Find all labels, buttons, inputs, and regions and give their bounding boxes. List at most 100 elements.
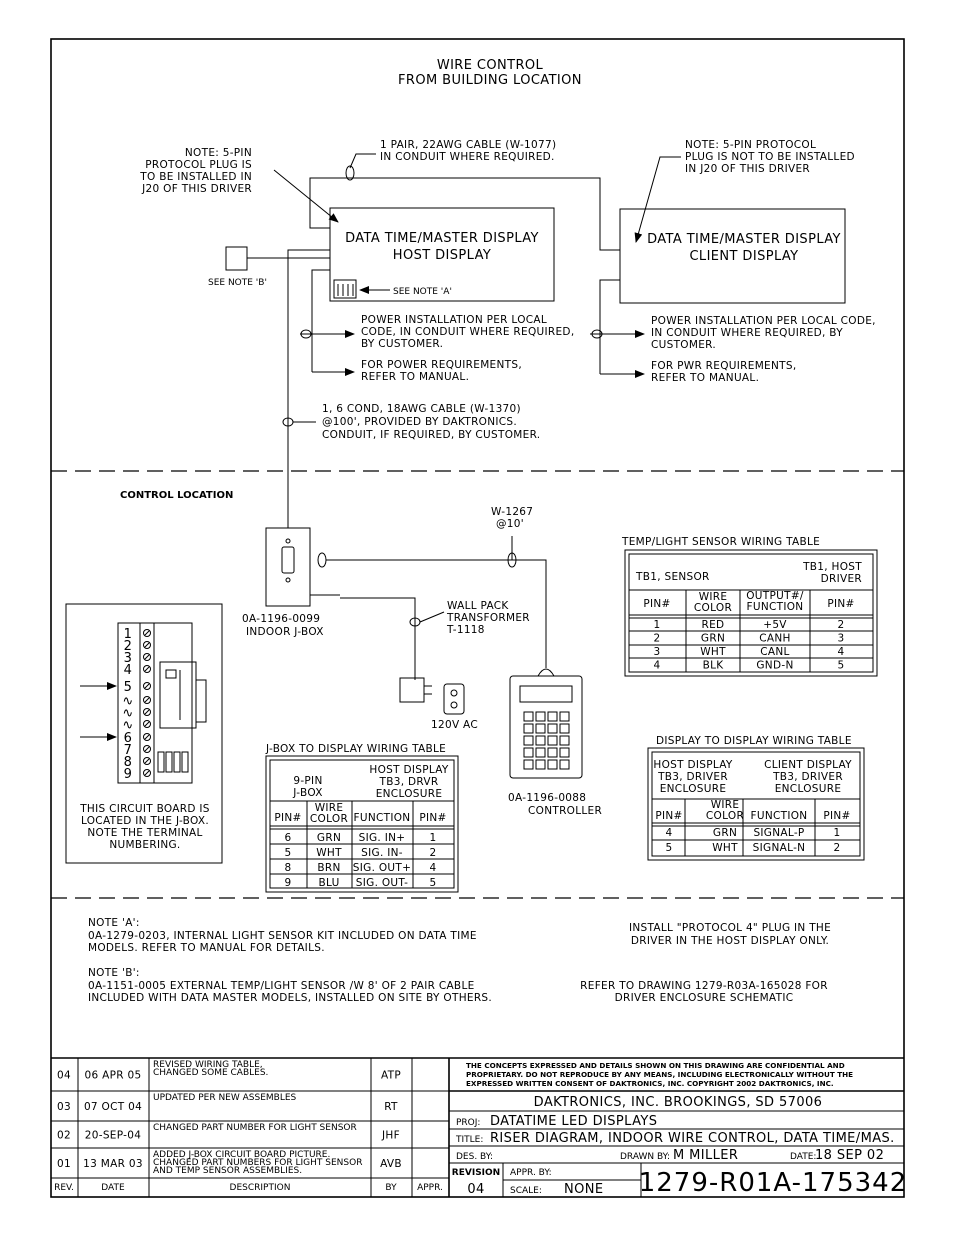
- host-power-line: [311, 269, 330, 372]
- cable-w1077: [309, 177, 620, 251]
- svg-text:NOTE 'B':: NOTE 'B':: [88, 967, 140, 979]
- display-table-right-header: CLIENT DISPLAY TB3, DRIVER ENCLOSURE: [764, 759, 852, 795]
- svg-text:NOTE: 5-PIN PROTOCOL: NOTE: 5-PIN PROTOCOL: [685, 139, 816, 151]
- board-jumpers: [157, 751, 189, 773]
- note-host-protocol: NOTE: 5-PIN PROTOCOL PLUG IS TO BE INSTA…: [139, 147, 252, 195]
- revision-description: AND TEMP SENSOR ASSEMBLIES.: [153, 1166, 302, 1176]
- svg-text:COLOR: COLOR: [706, 810, 744, 822]
- svg-text:TRANSFORMER: TRANSFORMER: [446, 612, 530, 624]
- host-display-line2: HOST DISPLAY: [393, 248, 491, 263]
- svg-text:DRIVER ENCLOSURE SCHEMATIC: DRIVER ENCLOSURE SCHEMATIC: [615, 992, 794, 1004]
- table-cell: GND-N: [756, 660, 793, 672]
- terminal-slot: [144, 758, 150, 764]
- terminal-slot: [144, 734, 150, 740]
- revision-number: 03: [57, 1101, 71, 1113]
- terminal-screw-icon: [143, 720, 151, 728]
- keypad-key: [547, 711, 558, 722]
- svg-text:WIRE: WIRE: [315, 802, 344, 814]
- svg-text:J20 OF THIS DRIVER: J20 OF THIS DRIVER: [141, 183, 252, 195]
- table-cell: SIG. OUT+: [353, 862, 411, 874]
- keypad-key: [535, 711, 546, 722]
- svg-text:CUSTOMER.: CUSTOMER.: [651, 339, 716, 351]
- drawn-value: M MILLER: [673, 1148, 738, 1163]
- sensor-table-left-header: TB1, SENSOR: [635, 571, 710, 583]
- terminal-screw-icon: [143, 769, 151, 777]
- keypad-key: [559, 735, 570, 746]
- svg-text:PROPRIETARY. DO NOT REPRODUCE: PROPRIETARY. DO NOT REPRODUCE BY ANY MEA…: [466, 1070, 853, 1079]
- svg-text:NOTE THE TERMINAL: NOTE THE TERMINAL: [87, 827, 202, 839]
- title-block: [449, 1090, 904, 1197]
- note-client-protocol: NOTE: 5-PIN PROTOCOL PLUG IS NOT TO BE I…: [685, 139, 855, 175]
- svg-text:WIRE: WIRE: [711, 799, 740, 811]
- controller-screen: [519, 685, 573, 703]
- client-display-line1: DATA TIME/MASTER DISPLAY: [647, 232, 841, 247]
- revision-table: [51, 1057, 904, 1197]
- table-cell: 1: [834, 827, 841, 839]
- controller-body: [509, 675, 583, 779]
- table-cell: 5: [838, 660, 845, 672]
- note-client-arrow: [634, 156, 681, 243]
- client-power-note: POWER INSTALLATION PER LOCAL CODE, IN CO…: [651, 315, 876, 351]
- table-cell: SIGNAL-P: [753, 827, 804, 839]
- company-name: DAKTRONICS, INC. BROOKINGS, SD 57006: [534, 1095, 823, 1110]
- terminal-number: 1: [124, 627, 133, 642]
- cable-w1077-label: 1 PAIR, 22AWG CABLE (W-1077) IN CONDUIT …: [380, 139, 556, 163]
- svg-text:W-1267: W-1267: [491, 506, 533, 518]
- keypad-key: [547, 735, 558, 746]
- revision-columns: REV. DATE DESCRIPTION BY APPR.: [54, 1183, 443, 1193]
- revision-by: RT: [384, 1101, 398, 1113]
- terminal-screw-icon: [143, 653, 151, 661]
- controller-label: 0A-1196-0088 CONTROLLER: [508, 792, 602, 817]
- svg-text:CLIENT DISPLAY: CLIENT DISPLAY: [764, 759, 852, 771]
- jbox-table-right-header: HOST DISPLAY TB3, DRVR ENCLOSURE: [369, 764, 448, 800]
- svg-text:FOR POWER REQUIREMENTS,: FOR POWER REQUIREMENTS,: [361, 359, 522, 371]
- svg-text:PIN#: PIN#: [823, 810, 850, 822]
- svg-text:0A-1279-0203, INTERNAL LIGHT S: 0A-1279-0203, INTERNAL LIGHT SENSOR KIT …: [88, 930, 477, 942]
- note-b: NOTE 'B': 0A-1151-0005 EXTERNAL TEMP/LIG…: [88, 967, 492, 1004]
- svg-text:PROTOCOL PLUG IS: PROTOCOL PLUG IS: [145, 159, 252, 171]
- table-cell: 4: [666, 827, 673, 839]
- sensor-table-columns: PIN# WIRE COLOR OUTPUT#/ FUNCTION PIN#: [643, 590, 854, 614]
- cable-w1370: [287, 249, 330, 528]
- table-cell: BLU: [318, 877, 339, 889]
- note-a: NOTE 'A': 0A-1279-0203, INTERNAL LIGHT S…: [88, 917, 477, 954]
- svg-text:NUMBERING.: NUMBERING.: [109, 839, 180, 851]
- revision-date: 20-SEP-04: [85, 1130, 141, 1142]
- host-power-conduit-icon: [300, 329, 312, 339]
- date-value: 18 SEP 02: [815, 1148, 884, 1163]
- keypad-key: [523, 735, 534, 746]
- terminal-slot: [144, 642, 150, 648]
- db9-connector-icon: [281, 538, 295, 583]
- terminal-screw-icon: [143, 733, 151, 741]
- terminal-slot: [144, 746, 150, 752]
- table-cell: SIG. OUT-: [356, 877, 408, 889]
- terminal-screw-icon: [143, 696, 151, 704]
- svg-text:ENCLOSURE: ENCLOSURE: [660, 783, 727, 795]
- revision-value: 04: [467, 1182, 484, 1197]
- svg-text:T-1118: T-1118: [446, 624, 485, 636]
- keypad-key: [547, 723, 558, 734]
- svg-text:ENCLOSURE: ENCLOSURE: [376, 788, 443, 800]
- header-line2: FROM BUILDING LOCATION: [398, 73, 582, 88]
- note-host-arrow: [273, 169, 339, 223]
- svg-text:TB3, DRVR: TB3, DRVR: [379, 776, 439, 788]
- table-cell: 2: [654, 633, 661, 645]
- svg-text:INSTALL "PROTOCOL 4" PLUG IN T: INSTALL "PROTOCOL 4" PLUG IN THE: [629, 922, 831, 934]
- conduit-marker-icon: [345, 165, 355, 181]
- table-cell: 1: [430, 832, 437, 844]
- wall-pack-label: WALL PACK TRANSFORMER T-1118: [446, 600, 530, 636]
- keypad-key: [535, 723, 546, 734]
- svg-text:HOST DISPLAY: HOST DISPLAY: [653, 759, 733, 771]
- svg-text:PIN#: PIN#: [655, 810, 682, 822]
- host-display-box: [329, 207, 555, 302]
- terminal-screw-icon: [143, 757, 151, 765]
- see-note-b-label: SEE NOTE 'B': [208, 278, 267, 288]
- date-label: DATE:: [790, 1152, 816, 1162]
- cable-w1077-leader: [349, 153, 376, 169]
- table-cell: 2: [430, 847, 437, 859]
- svg-text:CONTROLLER: CONTROLLER: [528, 805, 602, 817]
- svg-text:IN CONDUIT WHERE REQUIRED.: IN CONDUIT WHERE REQUIRED.: [380, 151, 555, 163]
- terminal-slot: [144, 630, 150, 636]
- see-note-a-label: SEE NOTE 'A': [393, 287, 452, 297]
